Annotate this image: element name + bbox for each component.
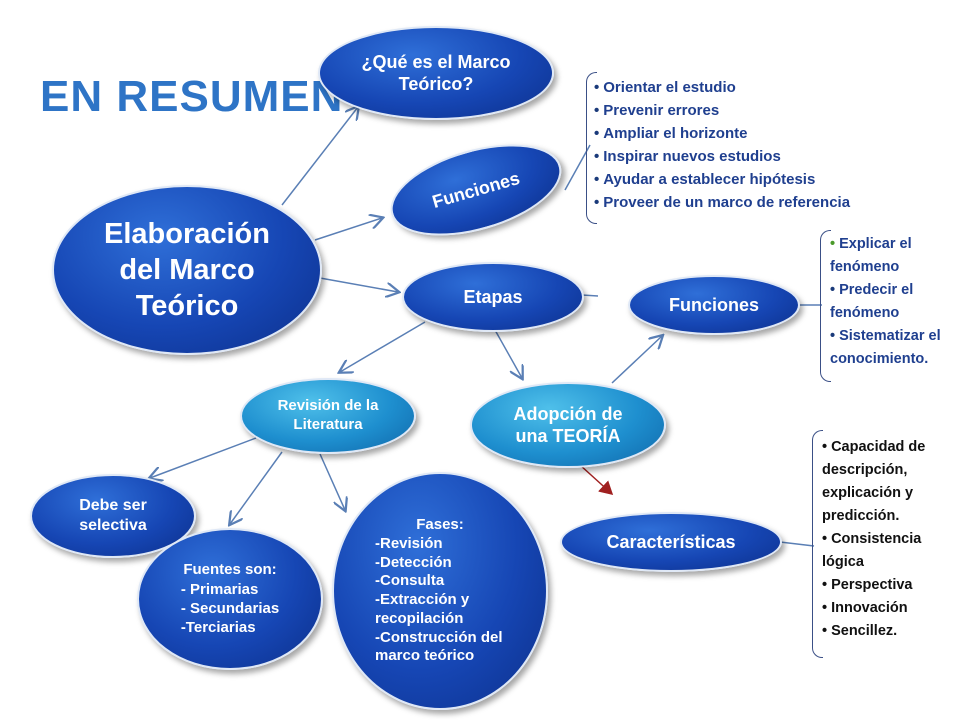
node-funciones-teoria-label: Funciones xyxy=(668,294,759,315)
node-elaboracion-label: Elaboración del Marco Teórico xyxy=(104,217,270,323)
list-item: •Sistematizar el conocimiento. xyxy=(830,328,941,367)
node-selectiva: Debe ser selectiva xyxy=(30,474,196,558)
node-caracteristicas-label: Características xyxy=(606,531,736,552)
line-etapas-right xyxy=(581,294,599,297)
list-item: •Orientar el estudio xyxy=(594,79,736,96)
list-item: •Inspirar nuevos estudios xyxy=(594,148,781,165)
list-item: •Perspectiva xyxy=(822,577,913,593)
fases-item: -Consulta xyxy=(375,572,445,590)
node-que-es-label: ¿Qué es el Marco Teórico? xyxy=(361,51,511,95)
list-item: •Proveer de un marco de referencia xyxy=(594,194,851,211)
node-adopcion-label: Adopción de una TEORÍA xyxy=(513,403,623,447)
line-funciones-to-list xyxy=(564,144,591,191)
arrow-main-to-funciones xyxy=(314,218,382,241)
node-fases: Fases: -Revisión -Detección -Consulta -E… xyxy=(332,472,548,710)
fuentes-item: -Terciarias xyxy=(180,618,256,636)
fases-heading: Fases: xyxy=(416,516,464,533)
node-etapas: Etapas xyxy=(402,262,584,332)
arrow-adopcion-to-caracteristicas xyxy=(579,464,614,496)
node-revision-label: Revisión de la Literatura xyxy=(277,397,379,433)
list-item: •Ampliar el horizonte xyxy=(594,125,748,142)
node-que-es: ¿Qué es el Marco Teórico? xyxy=(318,26,554,120)
funciones-teoria-list: •Explicar el fenómeno •Predecir el fenóm… xyxy=(830,233,955,371)
list-item: •Sencillez. xyxy=(822,623,898,639)
node-selectiva-label: Debe ser selectiva xyxy=(79,497,147,534)
list-item: •Consistencia lógica xyxy=(822,531,922,570)
arrow-adopcion-to-funciones xyxy=(611,336,662,384)
fases-item: -Detección xyxy=(375,553,452,571)
arrow-revision-to-fuentes xyxy=(230,451,283,524)
fases-item: -Construcción del marco teórico xyxy=(375,628,503,665)
node-fuentes: Fuentes son: - Primarias - Secundarias -… xyxy=(137,528,323,670)
arrow-revision-to-fases xyxy=(319,453,345,510)
node-caracteristicas: Características xyxy=(560,512,782,572)
fases-item: -Revisión xyxy=(375,534,443,552)
list-item: •Capacidad de descripción, explicación y… xyxy=(822,439,926,524)
node-revision: Revisión de la Literatura xyxy=(240,378,416,454)
page-title: EN RESUMEN xyxy=(40,72,344,121)
fuentes-item: - Primarias xyxy=(180,581,259,599)
funciones-list: •Orientar el estudio •Prevenir errores •… xyxy=(594,76,850,214)
node-funciones-teoria: Funciones xyxy=(628,275,800,335)
list-item: •Predecir el fenómeno xyxy=(830,282,914,321)
node-adopcion: Adopción de una TEORÍA xyxy=(470,382,666,468)
arrow-main-to-etapas xyxy=(319,277,398,292)
arrow-main-to-que-es xyxy=(281,107,358,206)
arrow-revision-to-selectiva xyxy=(150,437,257,478)
node-funciones-label: Funciones xyxy=(429,167,522,212)
arrow-etapas-to-revision xyxy=(340,321,426,372)
fases-item: -Extracción y recopilación xyxy=(375,591,470,627)
node-etapas-label: Etapas xyxy=(463,286,523,307)
list-item: •Explicar el fenómeno xyxy=(830,236,912,275)
list-item: •Innovación xyxy=(822,600,908,616)
list-item: •Ayudar a establecer hipótesis xyxy=(594,171,816,188)
node-elaboracion: Elaboración del Marco Teórico xyxy=(52,185,322,355)
list-item: •Prevenir errores xyxy=(594,102,720,119)
arrow-etapas-to-adopcion xyxy=(494,329,522,378)
caracteristicas-list: •Capacidad de descripción, explicación y… xyxy=(822,436,950,643)
line-caracteristicas-to-list xyxy=(779,541,815,547)
fuentes-item: - Secundarias xyxy=(180,600,280,617)
fuentes-heading: Fuentes son: xyxy=(183,560,277,578)
